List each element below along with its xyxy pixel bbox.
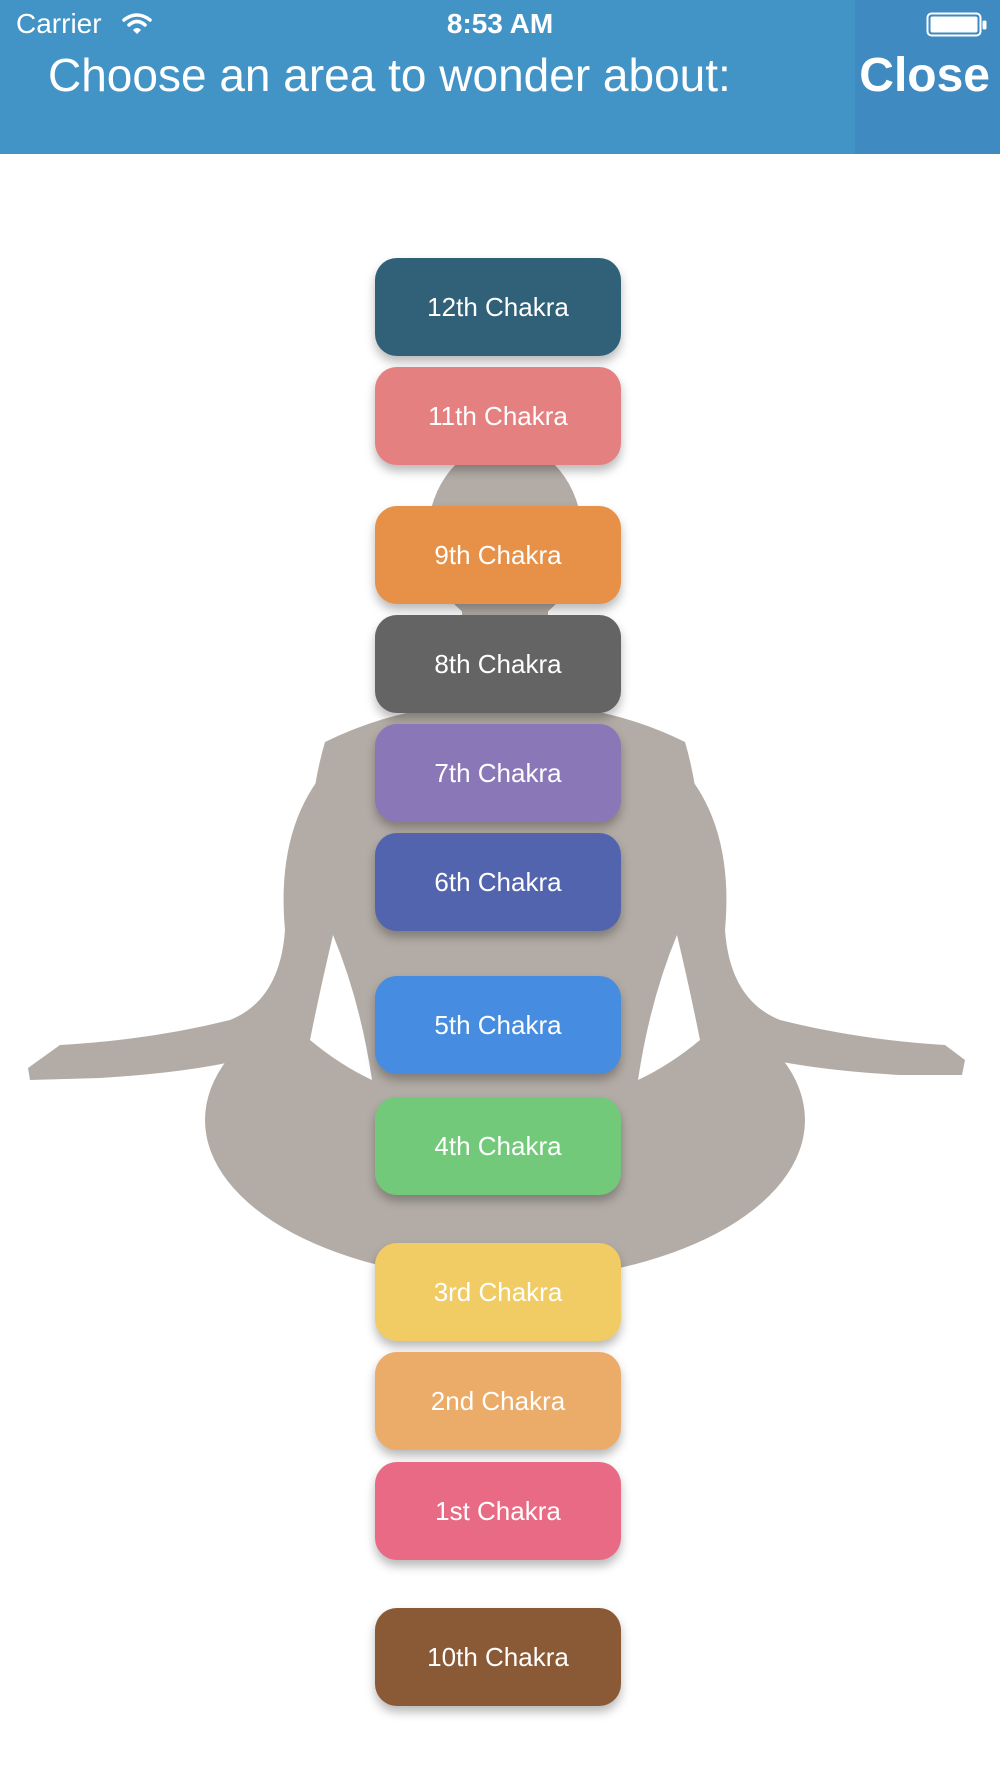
chakra-button[interactable]: 3rd Chakra: [375, 1243, 621, 1341]
nav-header: Carrier 8:53 AM Choose an area to wonder…: [0, 0, 1000, 154]
battery-icon: [926, 12, 987, 37]
carrier-label: Carrier: [16, 8, 102, 39]
chakra-button[interactable]: 12th Chakra: [375, 258, 621, 356]
chakra-button[interactable]: 5th Chakra: [375, 976, 621, 1074]
chakra-button[interactable]: 9th Chakra: [375, 506, 621, 604]
chakra-button[interactable]: 2nd Chakra: [375, 1352, 621, 1450]
close-button[interactable]: Close: [859, 49, 990, 102]
chakra-button[interactable]: 10th Chakra: [375, 1608, 621, 1706]
chakra-button[interactable]: 4th Chakra: [375, 1097, 621, 1195]
page-title: Choose an area to wonder about:: [48, 49, 731, 101]
status-time: 8:53 AM: [446, 8, 554, 39]
chakra-button[interactable]: 1st Chakra: [375, 1462, 621, 1560]
chakra-button[interactable]: 8th Chakra: [375, 615, 621, 713]
chakra-button[interactable]: 11th Chakra: [375, 367, 621, 465]
chakra-button[interactable]: 6th Chakra: [375, 833, 621, 931]
status-bar: Carrier 8:53 AM: [0, 0, 1000, 50]
chakra-button[interactable]: 7th Chakra: [375, 724, 621, 822]
wifi-icon: [122, 13, 152, 34]
